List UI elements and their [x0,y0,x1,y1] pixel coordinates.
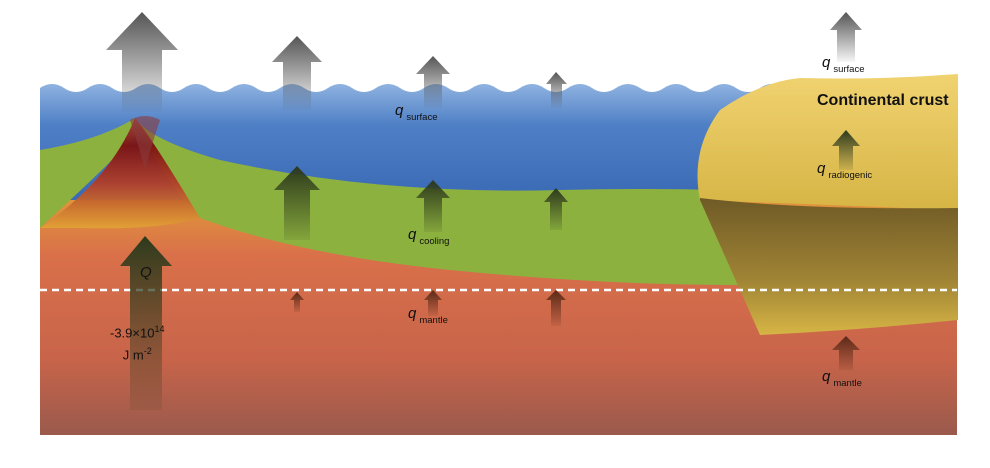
Q-value-exponent: 14 [154,324,164,334]
q-symbol: q [395,102,403,119]
q-subscript: cooling [419,236,449,247]
q-symbol: q [408,226,416,243]
Q-value-label: -3.9×1014 J m-2 [110,320,164,365]
Q-value-unit-exponent: -2 [144,346,152,356]
q-symbol: q [822,54,830,71]
q-subscript: radiogenic [828,170,872,181]
q-symbol: q [817,160,825,177]
Q-value-line1: -3.9×1014 [110,320,164,342]
Q-value-mantissa: -3.9×10 [110,325,154,340]
Q-value-unit: J m [123,348,144,363]
q-subscript: surface [833,64,864,75]
q-subscript: surface [406,112,437,123]
big-Q-label: Q [140,264,152,281]
Q-value-line2: J m-2 [110,342,164,364]
q-symbol: q [822,368,830,385]
continental-crust-label: Continental crust [817,92,949,110]
q-subscript: mantle [419,315,448,326]
q-symbol: q [408,305,416,322]
q-subscript: mantle [833,378,862,389]
